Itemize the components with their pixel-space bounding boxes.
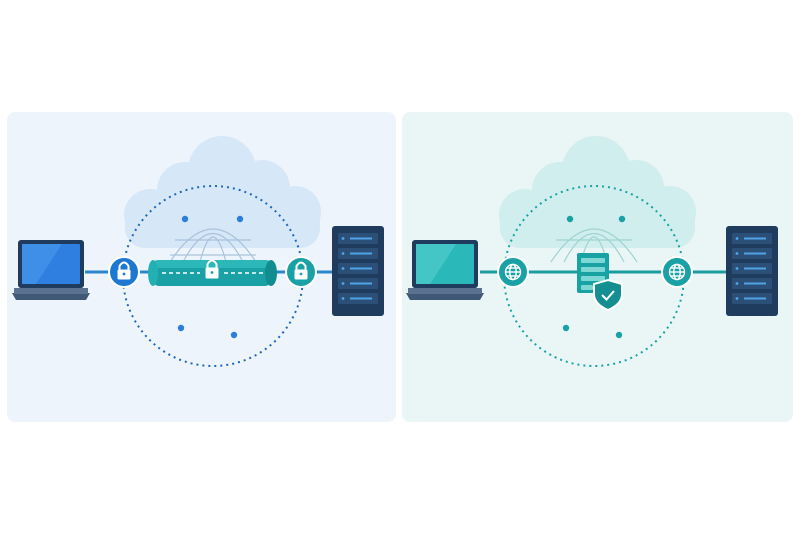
shield-icon: [593, 278, 623, 312]
laptop-icon: [12, 240, 90, 300]
panel-vpn: [7, 112, 396, 422]
orbit-node: [566, 215, 574, 223]
padlock-icon: [294, 261, 308, 280]
orbit-node: [236, 215, 244, 223]
orbit-node: [177, 324, 185, 332]
padlock-icon: [205, 259, 219, 279]
orbit-node: [562, 324, 570, 332]
orbit-node: [618, 215, 626, 223]
cloud-icon: [124, 136, 321, 248]
laptop-icon: [406, 240, 484, 300]
globe-node-right: [661, 256, 693, 288]
padlock-node-right: [285, 256, 317, 288]
globe-icon: [668, 263, 686, 281]
orbit-node: [181, 215, 189, 223]
globe-icon: [504, 263, 522, 281]
globe-outline: [169, 228, 257, 263]
padlock-icon: [117, 261, 131, 280]
globe-node-left: [497, 256, 529, 288]
server-rack-icon: [332, 226, 384, 316]
shielded-server-icon: [577, 253, 623, 312]
encrypted-tunnel-icon: [148, 259, 277, 286]
orbit-node: [230, 331, 238, 339]
padlock-node-left: [108, 256, 140, 288]
server-rack-icon: [726, 226, 778, 316]
orbit-node: [615, 331, 623, 339]
cloud-icon: [499, 136, 696, 248]
panel-proxy: [402, 112, 793, 422]
